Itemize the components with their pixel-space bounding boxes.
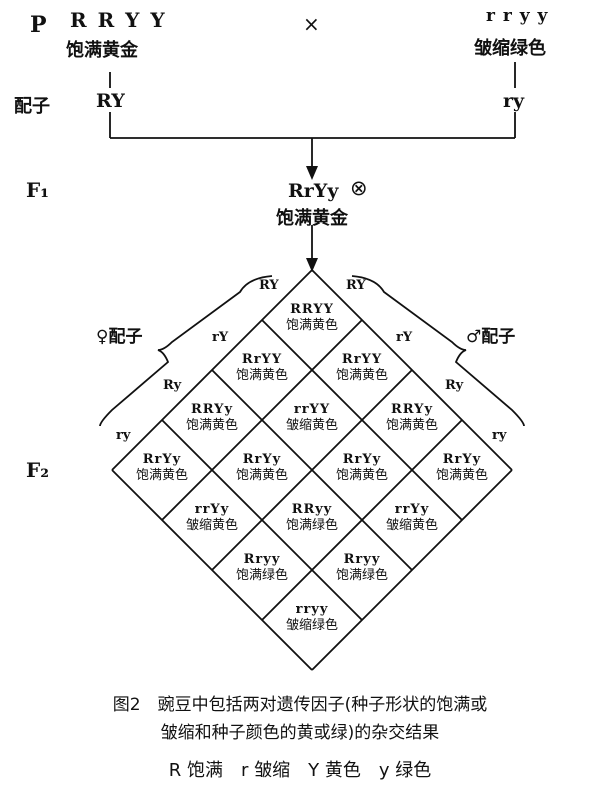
right-edge-gamete: Ry xyxy=(445,378,464,393)
parent-right-genotype: r r y y xyxy=(486,6,549,26)
figure-caption-line1: 图2 豌豆中包括两对遗传因子(种子形状的饱满或 xyxy=(112,695,488,715)
male-gametes-label: ♂配子 xyxy=(466,327,516,347)
left-edge-gamete: ry xyxy=(116,428,131,443)
figure-caption-line2: 皱缩和种子颜色的黄或绿)的杂交结果 xyxy=(160,723,440,743)
generation-f1-label: F₁ xyxy=(26,178,49,202)
f1-genotype: RrYy xyxy=(288,180,339,202)
female-gamete-brace xyxy=(99,275,273,427)
f1-phenotype: 饱满黄金 xyxy=(276,208,348,229)
punnett-diamond xyxy=(111,269,513,671)
right-edge-gamete: ry xyxy=(492,428,507,443)
arrow-to-f1-head xyxy=(306,166,318,180)
female-gametes-label: ♀配子 xyxy=(96,327,143,347)
parent-left-genotype: R R Y Y xyxy=(70,8,167,32)
parent-left-phenotype: 饱满黄金 xyxy=(66,40,138,61)
gamete-right: ry xyxy=(503,90,525,112)
generation-p-label: P xyxy=(30,12,47,38)
parent-right-phenotype: 皱缩绿色 xyxy=(474,38,546,59)
male-gamete-brace xyxy=(351,275,525,427)
allele-legend: R 饱满 r 皱缩 Y 黄色 y 绿色 xyxy=(168,760,432,781)
left-edge-gamete: rY xyxy=(212,330,229,345)
gamete-left: RY xyxy=(96,90,125,112)
gametes-label: 配子 xyxy=(14,96,50,117)
cross-symbol: × xyxy=(303,12,320,36)
arrow-to-f2-head xyxy=(306,258,318,272)
right-edge-gamete: RY xyxy=(346,278,366,293)
left-edge-gamete: RY xyxy=(259,278,279,293)
self-cross-icon: ⊗ xyxy=(350,176,368,200)
left-edge-gamete: Ry xyxy=(163,378,182,393)
right-edge-gamete: rY xyxy=(396,330,413,345)
generation-f2-label: F₂ xyxy=(26,458,49,482)
